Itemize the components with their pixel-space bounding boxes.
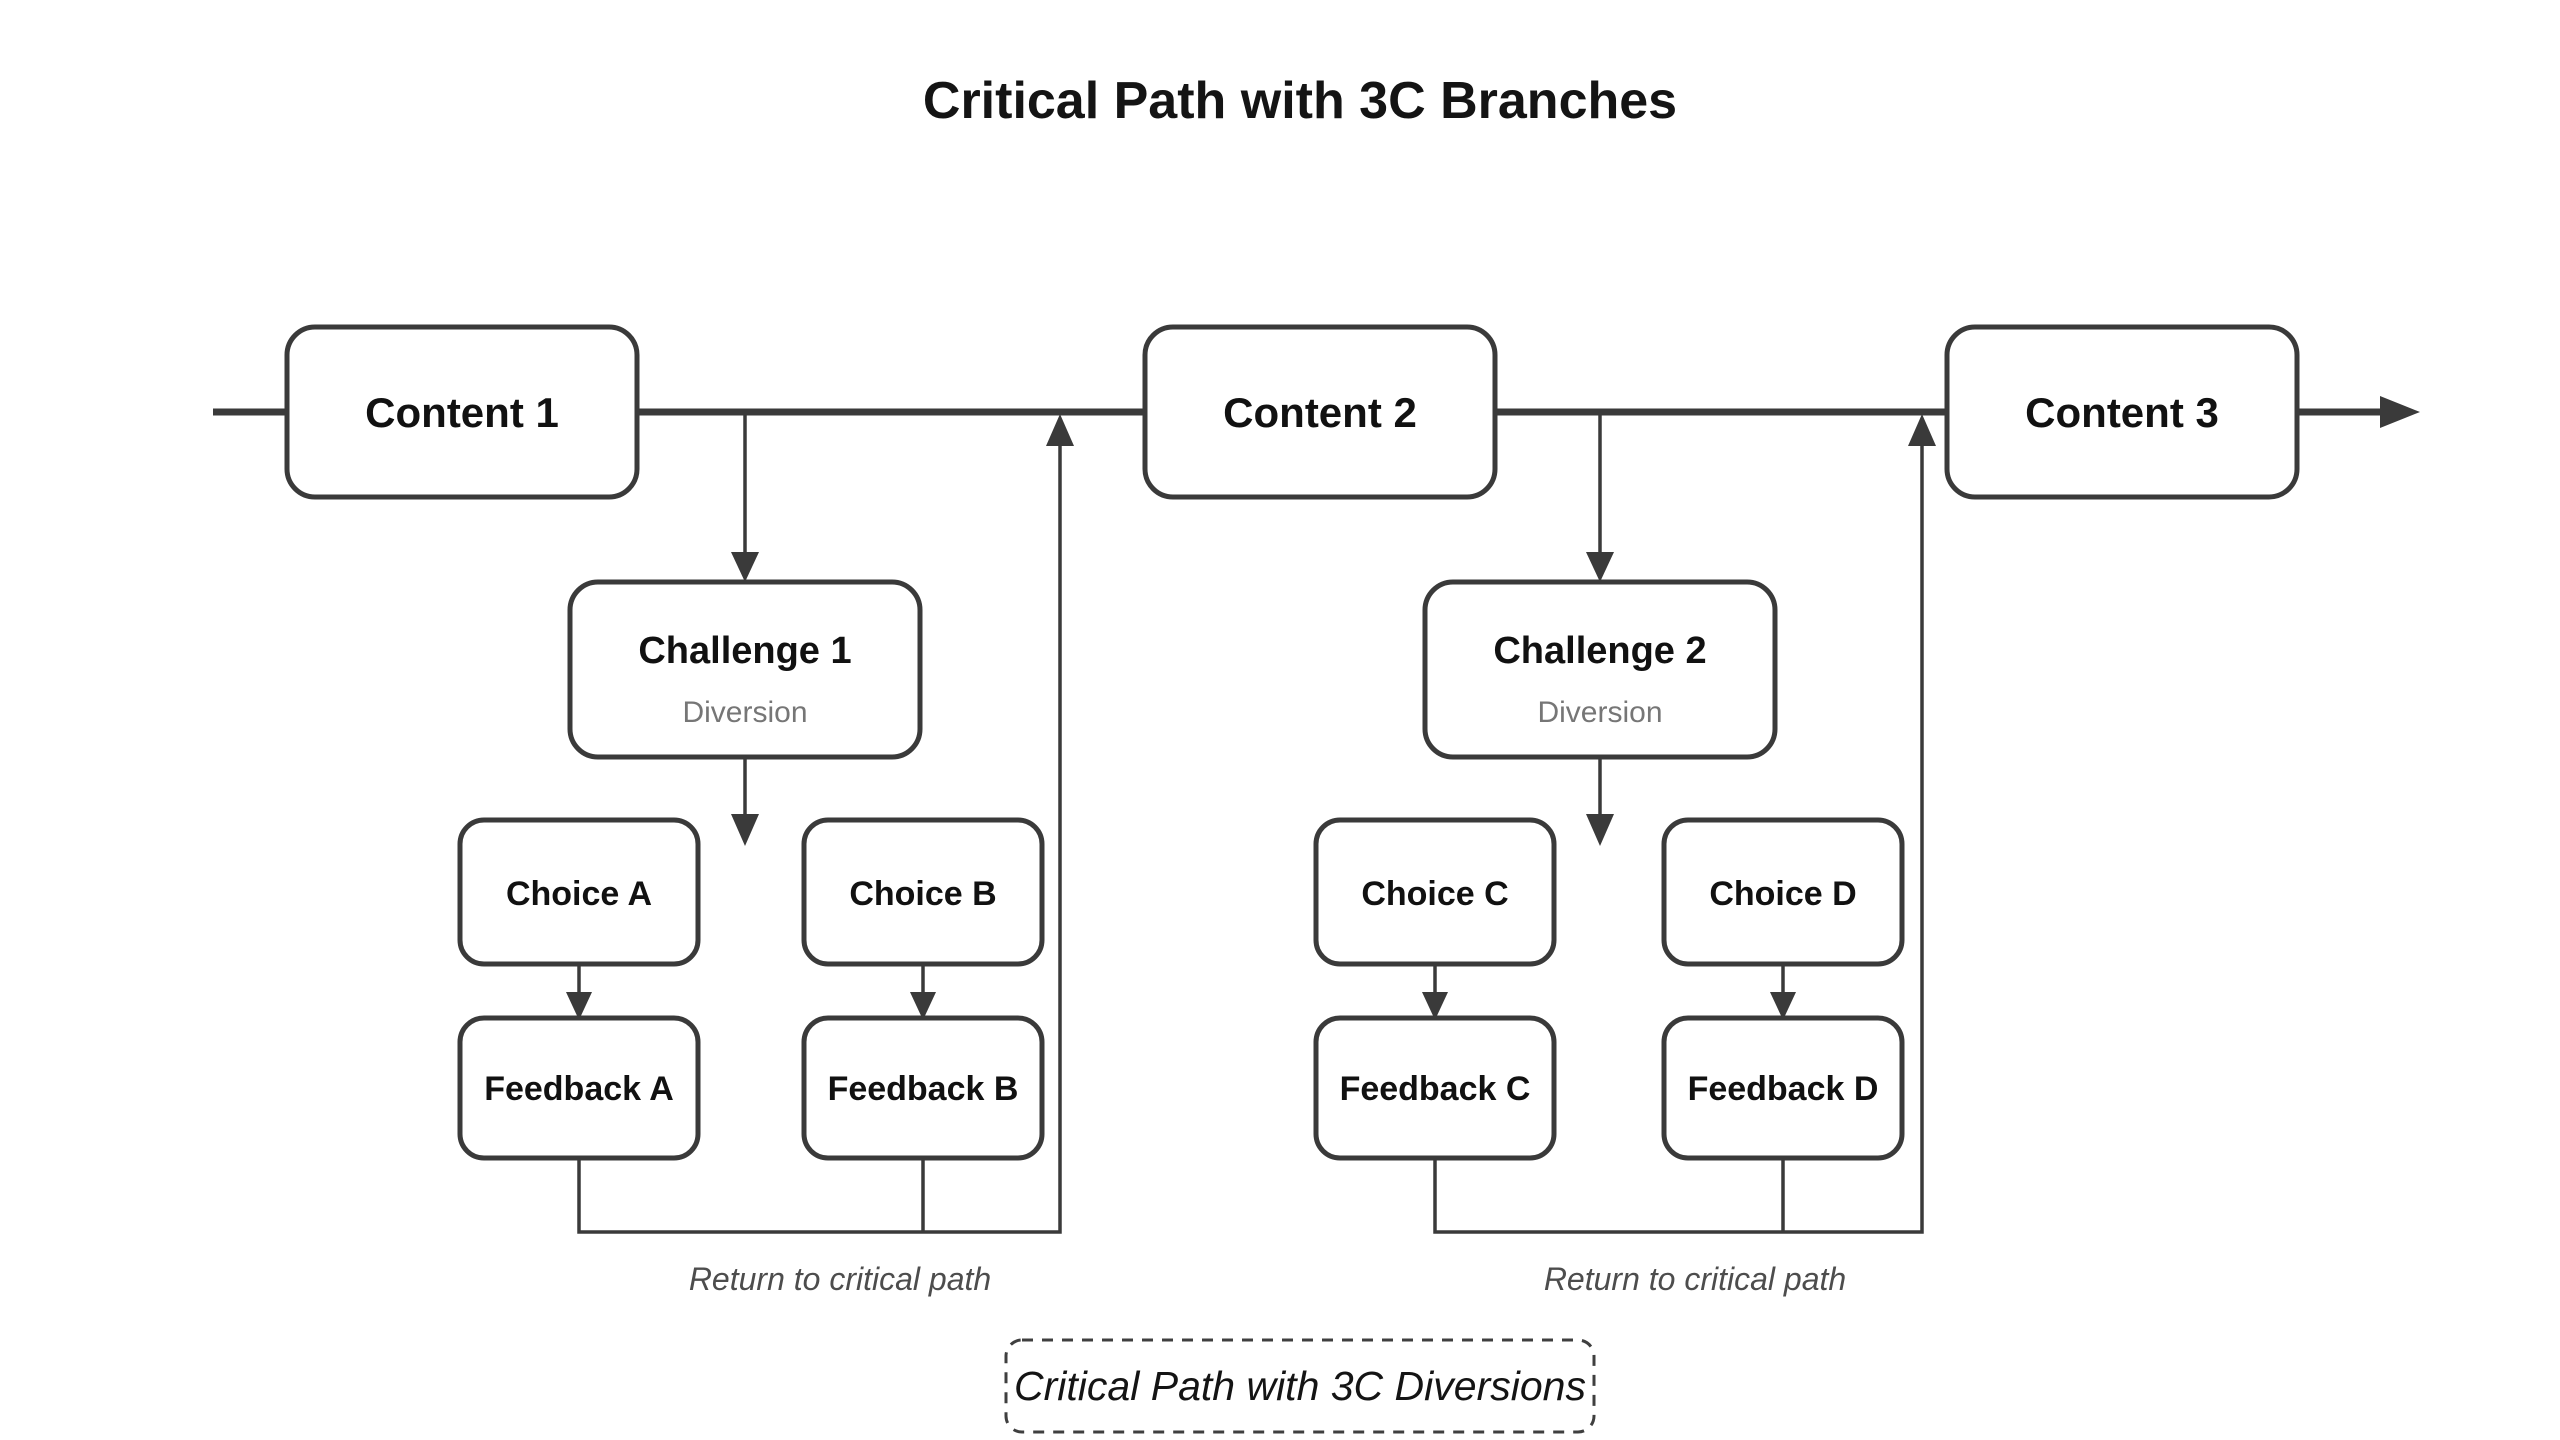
choice-c-node: Choice C	[1313, 817, 1557, 967]
challenge-1-sublabel: Diversion	[682, 696, 807, 729]
feedback-d-node: Feedback D	[1661, 1015, 1905, 1161]
branch-1-return-path	[577, 444, 1062, 1234]
feedback-b-box	[801, 1015, 1045, 1161]
challenge-2-box	[1422, 579, 1778, 760]
challenge-1-box	[567, 579, 923, 760]
challenge-2-node: Challenge 2 Diversion	[1422, 579, 1778, 760]
caption-box	[1004, 1338, 1596, 1434]
feedback-a-node: Feedback A	[457, 1015, 701, 1161]
branch-1-return-label: Return to critical path	[689, 1261, 991, 1297]
choice-a-node: Choice A	[457, 817, 701, 967]
content-2-box	[1142, 324, 1498, 500]
content-2-node: Content 2	[1142, 324, 1498, 500]
diagram-title: Critical Path with 3C Branches	[923, 72, 1677, 130]
feedback-c-node: Feedback C	[1313, 1015, 1557, 1161]
critical-path-end-arrowhead	[2380, 396, 2420, 428]
content-3-node: Content 3	[1944, 324, 2300, 500]
branch-2-return-label: Return to critical path	[1544, 1261, 1846, 1297]
choice-a-box	[457, 817, 701, 967]
content-1-label: Content 1	[365, 389, 559, 436]
content-3-box	[1944, 324, 2300, 500]
content-2-label: Content 2	[1223, 389, 1417, 436]
branch-2-return-arrowhead	[1908, 414, 1936, 446]
caption-label: Critical Path with 3C Diversions	[1014, 1363, 1586, 1409]
branch-2-connectors	[1422, 414, 1936, 1234]
challenge-2-label: Challenge 2	[1493, 630, 1706, 672]
choice-a-feedback-arrowhead	[566, 992, 592, 1020]
content-1-box	[284, 324, 640, 500]
choice-c-box	[1313, 817, 1557, 967]
challenge-1-node: Challenge 1 Diversion	[567, 579, 923, 760]
feedback-b-label: Feedback B	[828, 1070, 1019, 1108]
choice-d-label: Choice D	[1709, 875, 1856, 913]
content-1-node: Content 1	[284, 324, 640, 500]
feedback-b-node: Feedback B	[801, 1015, 1045, 1161]
choice-b-label: Choice B	[849, 875, 996, 913]
choice-c-feedback-arrowhead	[1422, 992, 1448, 1020]
feedback-a-label: Feedback A	[484, 1070, 674, 1108]
choice-b-feedback-arrowhead	[910, 992, 936, 1020]
choice-b-box	[801, 817, 1045, 967]
branch-1-return-arrowhead	[1046, 414, 1074, 446]
choice-a-label: Choice A	[506, 875, 652, 913]
content-3-label: Content 3	[2025, 389, 2219, 436]
choice-c-label: Choice C	[1361, 875, 1508, 913]
feedback-d-label: Feedback D	[1688, 1070, 1879, 1108]
feedback-a-box	[457, 1015, 701, 1161]
choice-b-node: Choice B	[801, 817, 1045, 967]
feedback-c-label: Feedback C	[1340, 1070, 1531, 1108]
choice-d-box	[1661, 817, 1905, 967]
challenge-2-split-arrowhead	[1586, 814, 1614, 846]
choice-d-feedback-arrowhead	[1770, 992, 1796, 1020]
challenge-1-entry-arrowhead	[731, 552, 759, 582]
feedback-c-box	[1313, 1015, 1557, 1161]
challenge-2-entry-arrowhead	[1586, 552, 1614, 582]
caption-node: Critical Path with 3C Diversions	[1004, 1338, 1596, 1434]
choice-d-node: Choice D	[1661, 817, 1905, 967]
branch-1-connectors	[566, 414, 1074, 1234]
feedback-d-box	[1661, 1015, 1905, 1161]
challenge-2-sublabel: Diversion	[1537, 696, 1662, 729]
challenge-1-split-arrowhead	[731, 814, 759, 846]
branch-2-return-path	[1433, 444, 1924, 1234]
challenge-1-label: Challenge 1	[638, 630, 851, 672]
